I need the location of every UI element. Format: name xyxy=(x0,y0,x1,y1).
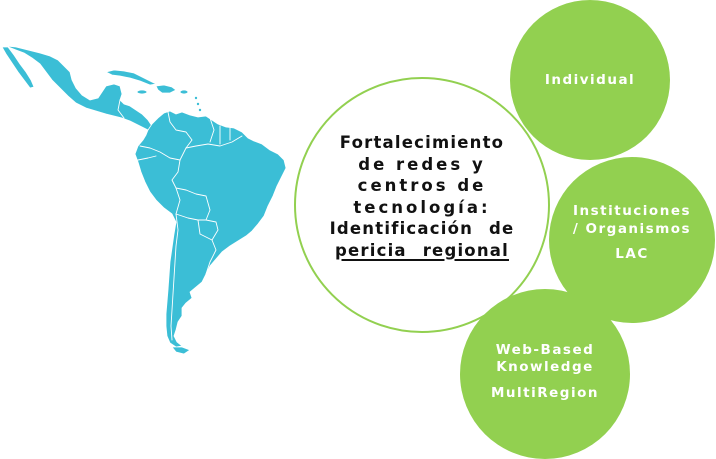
lesser-antilles-island xyxy=(197,108,202,113)
cuba-shape xyxy=(105,69,157,86)
central-topic-line: Identificación de xyxy=(329,219,515,238)
country-border xyxy=(171,159,187,191)
central-topic-line: de redes y xyxy=(358,154,486,174)
hispaniola-shape xyxy=(155,84,177,94)
node-web-based-text: Web-Based Knowledge MultiRegion xyxy=(460,342,630,402)
country-border xyxy=(197,219,219,241)
node-individual-text: Individual xyxy=(510,71,670,89)
node-sublabel: MultiRegion xyxy=(491,385,599,401)
country-border xyxy=(137,155,157,161)
country-border xyxy=(167,111,193,149)
puerto-rico-shape xyxy=(179,89,189,95)
node-individual: Individual xyxy=(510,0,670,160)
jamaica-shape xyxy=(136,89,148,95)
central-topic-underlined-text: pericia regional xyxy=(335,240,509,260)
node-label-line: Individual xyxy=(544,72,636,88)
node-label-line: Web-Based xyxy=(495,342,595,358)
country-border xyxy=(139,145,187,161)
country-border xyxy=(175,187,181,215)
central-topic-text: Fortalecimiento de redes y centros de te… xyxy=(296,132,548,261)
latin-america-map xyxy=(1,45,287,355)
node-sublabel: LAC xyxy=(615,246,649,262)
node-label-line: Knowledge xyxy=(496,359,594,375)
central-topic-underlined-line: pericia regional xyxy=(296,240,548,262)
country-border xyxy=(175,213,207,221)
baja-california-shape xyxy=(1,46,35,89)
node-web-based: Web-Based Knowledge MultiRegion xyxy=(460,289,630,459)
country-border xyxy=(209,117,215,143)
lesser-antilles-island xyxy=(193,96,198,101)
central-topic-line: tecnología: xyxy=(353,197,491,217)
central-topic-line: Fortalecimiento xyxy=(339,133,505,152)
country-border xyxy=(185,189,211,221)
node-label-line: / Organismos xyxy=(572,221,692,237)
central-topic-circle: Fortalecimiento de redes y centros de te… xyxy=(294,77,550,333)
country-border xyxy=(117,99,125,119)
tierra-del-fuego-shape xyxy=(171,346,191,355)
south-america-shape xyxy=(134,110,287,348)
node-label-line: Instituciones xyxy=(572,203,692,219)
country-border xyxy=(185,135,243,149)
central-topic-line: centros de xyxy=(357,176,487,195)
mexico-central-america-shape xyxy=(5,45,153,131)
country-border xyxy=(205,239,217,275)
lesser-antilles-island xyxy=(195,102,200,107)
node-instituciones-text: Instituciones / Organismos LAC xyxy=(549,202,715,263)
country-border xyxy=(170,213,179,341)
